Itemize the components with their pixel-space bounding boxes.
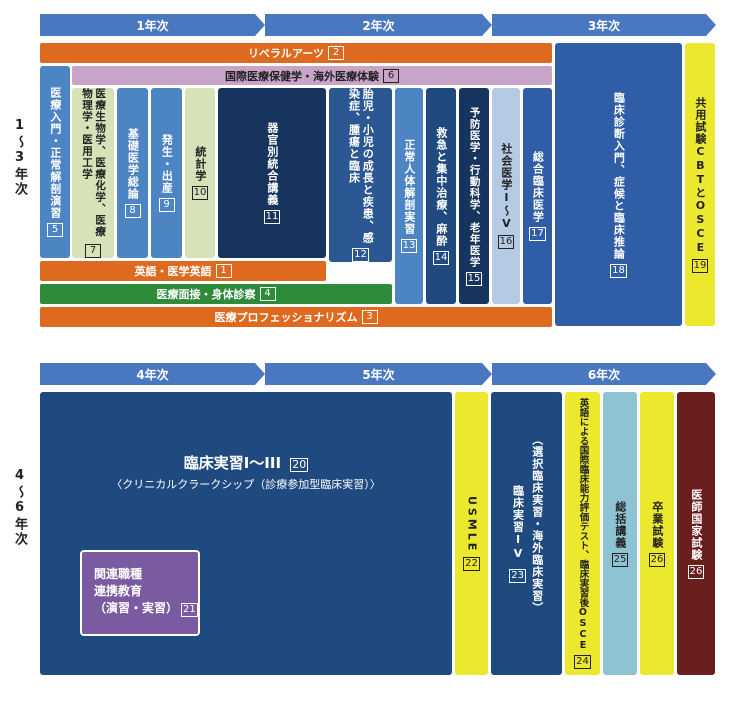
course-13-label: 正常人体解剖実習 (402, 139, 416, 235)
side-label-bottom: 4〜6年次 (12, 468, 27, 547)
national-exam-num: 26 (687, 564, 705, 579)
usmle-num: 22 (463, 557, 480, 572)
course-19-num: 19 (691, 258, 709, 273)
english-label: 英語・医学英語 (134, 265, 212, 278)
course-10-num: 10 (191, 186, 209, 200)
year-arrow-3: 3年次 (492, 14, 716, 36)
usmle-label: USMLE (465, 495, 479, 554)
course-9-num: 9 (158, 198, 175, 212)
course-12-num: 12 (352, 248, 369, 262)
interprofessional-line3: （演習・実習） (94, 601, 179, 615)
interprofessional-box: 関連職種 連携教育 （演習・実習）21 (80, 550, 200, 636)
year-arrow-4: 4年次 (40, 363, 265, 385)
course-18-label: 臨床診断入門、症候と臨床推論 (612, 91, 626, 260)
intl-health-bar: 国際医療保健学・海外医療体験 6 (72, 66, 552, 85)
course-10: 統計学 10 (185, 88, 215, 258)
intl-test-num: 24 (574, 655, 591, 669)
course-12-label: 胎児・小児の成長と疾患、感染症、腫瘍と臨床 (347, 88, 375, 244)
interprofessional-line2: 連携教育 (94, 584, 143, 598)
course-9: 発生・出産 9 (151, 88, 182, 258)
clinical-4-num: 23 (509, 568, 526, 583)
interview-num: 4 (259, 287, 276, 301)
course-17-num: 17 (529, 227, 546, 241)
course-9-label: 発生・出産 (160, 134, 174, 194)
course-14-label: 救急と集中治療、麻酔 (434, 127, 448, 247)
summary-lecture-num: 25 (611, 552, 629, 567)
course-11-num: 11 (263, 210, 281, 224)
course-18: 臨床診断入門、症候と臨床推論 18 (555, 43, 682, 326)
year-arrow-6: 6年次 (492, 363, 716, 385)
graduation-exam-block: 卒業試験 26 (640, 392, 674, 675)
professionalism-bar: 医療プロフェッショナリズム 3 (40, 307, 552, 327)
course-7: 医療生物学、医療化学、医療物理学・医用工学 7 (72, 88, 114, 258)
clinical-clerkship-subtitle: 〈クリニカルクラークシップ（診療参加型臨床実習）〉 (111, 478, 381, 491)
course-15: 予防医学・行動科学、老年医学 15 (459, 88, 489, 304)
course-11: 器官別統合講義 11 (218, 88, 326, 258)
course-7-label: 医療生物学、医療化学、医療物理学・医用工学 (81, 88, 107, 238)
graduation-exam-label: 卒業試験 (650, 500, 664, 549)
clinical-4-block: 臨床実習IV 23 （選択臨床実習・海外臨床実習） (491, 392, 562, 675)
intl-health-num: 6 (383, 68, 399, 83)
intl-test-label: 英語による国際臨床能力評価テスト、臨床実習後OSCE (577, 398, 589, 651)
liberal-arts-bar: リベラルアーツ 2 (40, 43, 552, 63)
interview-bar: 医療面接・身体診察 4 (40, 284, 392, 304)
clinical-clerkship-block: 臨床実習I〜III 20 〈クリニカルクラークシップ（診療参加型臨床実習）〉 関… (40, 392, 452, 675)
interprofessional-line1: 関連職種 (94, 567, 143, 581)
clinical-4-label: 臨床実習IV (511, 484, 525, 561)
course-19-label: 共用試験CBTとOSCE (693, 96, 707, 255)
course-8-label: 基礎医学総論 (126, 128, 140, 200)
course-8-num: 8 (124, 204, 141, 218)
professionalism-num: 3 (361, 310, 378, 324)
interprofessional-num: 21 (181, 603, 198, 617)
course-11-label: 器官別統合講義 (265, 122, 279, 206)
course-13-num: 13 (400, 239, 418, 253)
intl-health-label: 国際医療保健学・海外医療体験 (225, 69, 379, 83)
summary-lecture-block: 総括講義 25 (603, 392, 637, 675)
course-14: 救急と集中治療、麻酔 14 (426, 88, 456, 304)
course-16: 社会医学I〜V 16 (492, 88, 520, 304)
usmle-block: USMLE 22 (455, 392, 488, 675)
year-arrow-5: 5年次 (265, 363, 492, 385)
side-label-top: 1〜3年次 (12, 118, 27, 197)
course-5-num: 5 (47, 223, 63, 237)
course-13: 正常人体解剖実習 13 (395, 88, 423, 304)
clinical-clerkship-title: 臨床実習I〜III (183, 454, 282, 472)
english-bar: 英語・医学英語 1 (40, 261, 326, 281)
course-16-label: 社会医学I〜V (499, 143, 513, 231)
clinical-4-sub: （選択臨床実習・海外臨床実習） (530, 433, 544, 614)
year-arrow-2: 2年次 (265, 14, 492, 36)
clinical-clerkship-num: 20 (290, 458, 309, 472)
course-10-label: 統計学 (193, 146, 207, 182)
course-17: 総合臨床医学 17 (523, 88, 552, 304)
course-14-num: 14 (432, 251, 450, 265)
course-19: 共用試験CBTとOSCE 19 (685, 43, 715, 326)
course-15-num: 15 (465, 271, 483, 286)
course-18-num: 18 (610, 263, 627, 278)
course-5-label: 医療入門・正常解剖演習 (48, 87, 62, 219)
intl-test-block: 英語による国際臨床能力評価テスト、臨床実習後OSCE 24 (565, 392, 600, 675)
summary-lecture-label: 総括講義 (613, 500, 627, 549)
national-exam-label: 医師国家試験 (689, 488, 703, 561)
course-7-num: 7 (85, 244, 101, 258)
year-arrow-1: 1年次 (40, 14, 265, 36)
english-num: 1 (215, 264, 232, 278)
course-15-label: 予防医学・行動科学、老年医学 (468, 106, 481, 268)
course-17-label: 総合臨床医学 (531, 151, 545, 223)
interview-label: 医療面接・身体診察 (156, 288, 256, 301)
course-12: 胎児・小児の成長と疾患、感染症、腫瘍と臨床 12 (329, 88, 392, 262)
national-exam-block: 医師国家試験 26 (677, 392, 715, 675)
liberal-arts-num: 2 (328, 46, 345, 60)
course-5: 医療入門・正常解剖演習 5 (40, 66, 70, 258)
course-16-num: 16 (497, 235, 515, 249)
course-8: 基礎医学総論 8 (117, 88, 148, 258)
liberal-arts-label: リベラルアーツ (247, 47, 325, 60)
professionalism-label: 医療プロフェッショナリズム (214, 311, 358, 324)
graduation-exam-num: 26 (648, 552, 666, 567)
